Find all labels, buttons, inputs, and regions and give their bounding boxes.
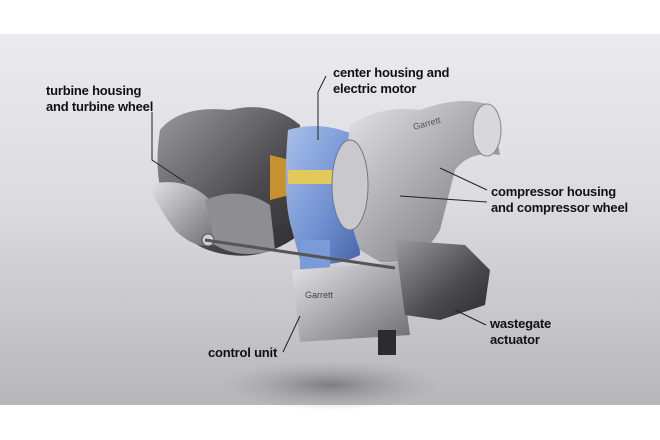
label-compressor-housing: compressor housing and compressor wheel	[491, 184, 628, 216]
label-line: wastegate	[490, 316, 552, 331]
label-line: center housing and	[333, 65, 450, 80]
shadow	[220, 360, 440, 410]
label-line: and turbine wheel	[46, 99, 154, 114]
wastegate-actuator-body	[204, 238, 490, 320]
compressor-housing: Garrett	[331, 101, 502, 263]
control-unit-logo: Garrett	[305, 290, 334, 300]
label-line: actuator	[490, 332, 540, 347]
label-control-unit: control unit	[208, 345, 278, 360]
control-unit-body: Garrett	[292, 262, 410, 355]
label-line: compressor housing	[491, 184, 616, 199]
label-center-housing: center housing and electric motor	[333, 65, 450, 97]
turbine-housing	[148, 107, 305, 256]
label-line: and compressor wheel	[491, 200, 628, 215]
label-turbine-housing: turbine housing and turbine wheel	[46, 83, 153, 115]
leader-lines	[151, 75, 488, 353]
label-wastegate-actuator: wastegate actuator	[490, 316, 551, 348]
label-line: electric motor	[333, 81, 417, 96]
label-line: turbine housing	[46, 83, 142, 98]
